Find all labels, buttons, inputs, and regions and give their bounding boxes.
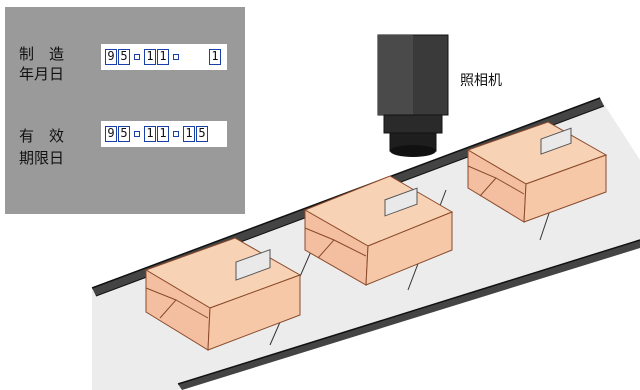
manufacture-label-line2: 年月日 <box>19 65 64 84</box>
manufacture-date-display: 9 5 1 1 1 <box>101 44 227 70</box>
expiry-label-line1: 有 效 <box>19 127 64 146</box>
expiry-date-display: 9 5 1 1 1 5 <box>101 121 227 147</box>
digit: 9 <box>105 126 117 142</box>
digit: 5 <box>196 126 208 142</box>
camera-label: 照相机 <box>460 70 502 90</box>
digit: 5 <box>118 49 130 65</box>
digit-spacer <box>196 49 208 65</box>
digit: 1 <box>144 49 156 65</box>
digit: 5 <box>118 126 130 142</box>
digit: 1 <box>157 126 169 142</box>
digit: 1 <box>209 49 221 65</box>
digit: 9 <box>105 49 117 65</box>
digit <box>183 49 195 65</box>
digit: 1 <box>144 126 156 142</box>
camera <box>378 35 448 157</box>
separator <box>170 126 182 142</box>
separator <box>131 49 143 65</box>
expiry-label-line2: 期限日 <box>19 149 64 168</box>
separator <box>170 49 182 65</box>
separator <box>131 126 143 142</box>
digit: 1 <box>183 126 195 142</box>
date-panel: 制 造 年月日 9 5 1 1 1 有 效 期限日 9 5 1 1 1 5 <box>5 7 245 214</box>
manufacture-label-line1: 制 造 <box>19 45 64 64</box>
digit: 1 <box>157 49 169 65</box>
